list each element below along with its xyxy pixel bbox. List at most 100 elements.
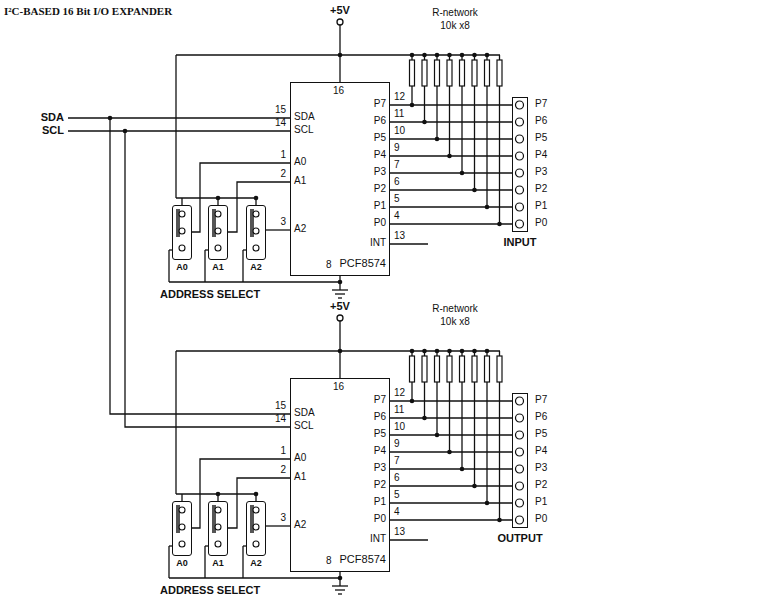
jumper-label: A2 [250,559,262,568]
resistor-symbol [447,60,452,86]
junction-dot [485,53,490,58]
jumper-pin [215,211,221,217]
wire-path [390,121,512,122]
junction-dot [254,492,259,497]
signal-wire [266,230,290,231]
pin-name: P7 [535,395,547,405]
pin-name: P3 [374,463,386,473]
jumper-pins [173,502,190,554]
pin-name: P4 [535,446,547,456]
supply-label: +5V [330,5,350,16]
header-pin [516,397,524,405]
pin-name: A0 [294,157,306,167]
jumper-pin [215,245,221,251]
resistor-symbol [447,356,452,382]
pin-number: 10 [394,422,405,432]
pin-number: 13 [394,231,405,241]
junction-dot [460,53,465,58]
ground-symbol [335,589,345,590]
wire-path [125,131,290,427]
resistor-lead [424,86,425,122]
resistor-symbol [422,356,427,382]
header-pin [516,465,524,473]
pin-name: P5 [374,429,386,439]
pin-number: 11 [394,109,404,119]
signal-wire [390,173,512,174]
pin-number: 9 [394,439,400,449]
jumper-pin [179,228,185,234]
ground-symbol [332,289,348,290]
signal-wire [390,418,512,419]
resistor-lead [411,86,412,105]
resistor-lead [486,86,487,207]
resistor-lead [461,86,462,173]
junction-dot [435,53,440,58]
resistor-lead [486,382,487,503]
pin-number: 1 [280,446,286,456]
header-label: OUTPUT [497,533,542,544]
resistor-lead [436,86,437,139]
ground-symbol [338,297,342,298]
signal-wire [192,163,290,232]
int-wire [390,243,428,244]
jumper-label: A0 [176,263,188,272]
signal-wire [390,520,512,521]
signal-wire [266,526,290,527]
signal-wire [192,459,290,528]
pin-name: A0 [294,453,306,463]
jumper-pin [179,245,185,251]
junction-dot [216,492,221,497]
pin-number: 6 [394,473,400,483]
supply-label: +5V [330,301,350,312]
pin-name: P7 [535,99,547,109]
pin-name: P5 [535,133,547,143]
wire-path [390,417,512,418]
header-pin [516,135,524,143]
jumper-pins [247,206,264,258]
header-pin [516,101,524,109]
pin-name: P6 [374,412,386,422]
jumper-pin [253,228,259,234]
header-pin [516,431,524,439]
diagram-title: I²C-BASED 16 Bit I/O EXPANDER [4,6,172,17]
jumper-pin [215,228,221,234]
part-value: 10k x8 [440,21,469,31]
pin-name: SCL [294,421,313,431]
header-pin [516,516,524,524]
junction-dot [254,196,259,201]
pin-header: INPUT [512,97,528,232]
bus-wire [68,130,125,131]
pin-number: 1 [280,150,286,160]
resistor-lead [449,382,450,452]
junction-dot [422,53,427,58]
signal-wire [390,122,512,123]
resistor-lead [499,351,500,356]
resistor-lead [499,86,500,224]
pin-name: P1 [374,201,386,211]
pin-name: P0 [374,514,386,524]
jumper-pin [179,541,185,547]
resistor-symbol [472,60,477,86]
pin-name: P6 [535,116,547,126]
signal-name: SCL [42,125,64,136]
pin-number: 2 [280,169,286,179]
pin-name: P2 [374,184,386,194]
ground-wire [204,250,205,282]
resistor-lead [436,382,437,435]
jumper-pin [179,507,185,513]
pin-number: 16 [333,86,344,96]
resistor-symbol [410,356,415,382]
jumper-label: A1 [212,559,224,568]
signal-wire [390,469,512,470]
wire-path [390,451,512,452]
part-value: 10k x8 [440,317,469,327]
signal-wire [390,503,512,504]
jumper-block: A2 [246,501,266,556]
jumper-pin [253,507,259,513]
jumper-pins [209,502,226,554]
wire-path [390,104,512,105]
junction-dot [472,349,477,354]
junction-dot [447,53,452,58]
pin-name: A1 [294,472,306,482]
jumper-pins [209,206,226,258]
